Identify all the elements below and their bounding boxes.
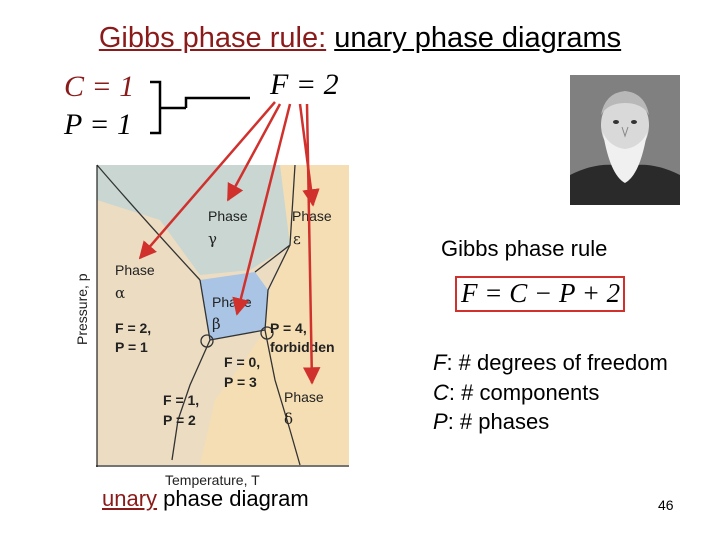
phase-alpha-symbol: α bbox=[115, 284, 125, 302]
p-equals-1: P = 1 bbox=[64, 108, 133, 141]
formula-box bbox=[455, 276, 625, 312]
f0-label-line1: F = 0, bbox=[224, 354, 260, 370]
portrait-photo bbox=[570, 75, 680, 205]
phase-epsilon-delta-region bbox=[200, 165, 349, 465]
phase-delta-label: Phase bbox=[284, 389, 324, 405]
phase-beta-label: Phase bbox=[212, 294, 252, 310]
legend-c: C: # components bbox=[433, 380, 600, 405]
connector-line-2 bbox=[184, 96, 250, 108]
x-axis-label: Temperature, T bbox=[165, 472, 260, 488]
phase-epsilon-symbol: ε bbox=[293, 230, 301, 248]
arrow-to-beta bbox=[232, 103, 292, 316]
f2-label-line1: F = 2, bbox=[115, 320, 151, 336]
arrow-to-epsilon bbox=[298, 103, 320, 207]
page-number: 46 bbox=[658, 497, 674, 513]
caption-rest: phase diagram bbox=[157, 486, 309, 511]
phase-gamma-symbol: γ bbox=[208, 230, 217, 248]
gibbs-phase-rule-label: Gibbs phase rule bbox=[441, 236, 608, 261]
p4-label-line2: forbidden bbox=[270, 339, 335, 355]
phase-beta-symbol: β bbox=[212, 315, 221, 333]
f1-label-line1: F = 1, bbox=[163, 392, 199, 408]
caption-unary: unary bbox=[102, 486, 158, 511]
bracket bbox=[150, 80, 162, 135]
diagram-caption: unary phase diagram bbox=[102, 486, 309, 512]
p4-label-line1: P = 4, bbox=[270, 320, 307, 336]
c-equals-1: C = 1 bbox=[64, 70, 135, 103]
phase-gamma-label: Phase bbox=[208, 208, 248, 224]
f1-label-line2: P = 2 bbox=[163, 412, 196, 428]
arrow-to-gamma bbox=[226, 103, 282, 202]
title-part2: unary phase diagrams bbox=[334, 22, 622, 54]
phase-alpha-label: Phase bbox=[115, 262, 155, 278]
triple-point-marker bbox=[200, 334, 214, 348]
y-axis-label: Pressure, p bbox=[74, 273, 90, 345]
arrow-to-alpha bbox=[138, 101, 276, 260]
f0-label-line2: P = 3 bbox=[224, 374, 257, 390]
arrow-to-delta bbox=[302, 103, 321, 385]
legend-p: P: # phases bbox=[433, 409, 550, 434]
f2-label-line2: P = 1 bbox=[115, 339, 148, 355]
quad-point-marker bbox=[260, 326, 274, 340]
phase-delta-symbol: δ bbox=[284, 410, 293, 428]
title-part1: Gibbs phase rule: bbox=[98, 22, 327, 54]
f-equals-2: F = 2 bbox=[270, 68, 339, 101]
phase-epsilon-label: Phase bbox=[292, 208, 332, 224]
slide-title: Gibbs phase rule: unary phase diagrams bbox=[0, 22, 720, 55]
phase-gamma-region bbox=[97, 165, 295, 275]
legend-f: F: # degrees of freedom bbox=[433, 350, 668, 375]
gibbs-formula: F = C − P + 2 bbox=[461, 278, 621, 308]
